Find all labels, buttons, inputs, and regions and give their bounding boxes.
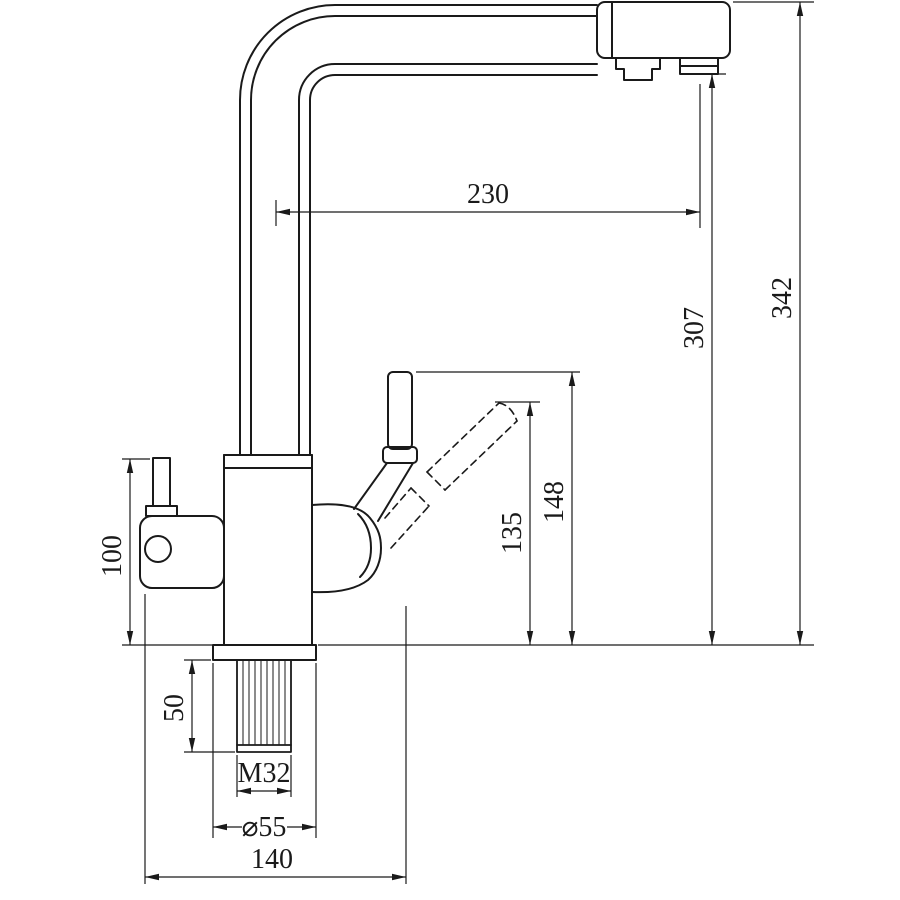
- faucet-body: [212, 454, 317, 661]
- dimension-labels: 230 342 307 148 135 100 50 M32 ⌀55 140: [97, 179, 798, 875]
- diverter-outlet: [615, 57, 661, 81]
- dim-spout-reach-label: 230: [467, 179, 509, 210]
- lever-joint-cap: [357, 513, 372, 578]
- dim-thread-callout: [236, 755, 292, 797]
- side-valve-knob: [144, 535, 172, 563]
- dim-overall-height-label: 342: [767, 277, 798, 319]
- dim-side-valve-height: [122, 458, 213, 646]
- dimensioning: [122, 1, 814, 884]
- lever-upright: [311, 371, 418, 594]
- dim-lever-upright-height: [416, 371, 580, 645]
- lever-grip-collar: [382, 446, 418, 464]
- dim-spout-reach: [275, 84, 701, 228]
- dim-spout-outlet-height-label: 307: [679, 307, 710, 349]
- side-valve-collar: [145, 505, 178, 517]
- faucet-outline: [139, 1, 731, 753]
- thread-hatching: [242, 660, 286, 745]
- dim-lever-tilted-height: [495, 401, 540, 645]
- dim-thread-callout-label: M32: [238, 758, 291, 789]
- dim-base-span: [144, 594, 407, 884]
- lever-grip: [387, 371, 413, 450]
- spout-head: [596, 1, 731, 81]
- dim-side-valve-height-label: 100: [97, 535, 128, 577]
- dim-spout-outlet-height: [690, 73, 726, 645]
- dim-base-diameter: [212, 663, 317, 838]
- side-valve-body: [139, 515, 225, 589]
- side-valve-stem: [152, 457, 171, 507]
- side-valve: [139, 457, 225, 589]
- dim-lever-upright-height-label: 148: [539, 481, 570, 523]
- dim-base-span-label: 140: [251, 844, 293, 875]
- mounting-shank: [236, 659, 292, 753]
- dim-base-diameter-label: ⌀55: [242, 812, 287, 843]
- dim-lever-tilted-height-label: 135: [497, 512, 528, 554]
- lever-tilted-phantom: [384, 402, 518, 549]
- lever-joint: [311, 503, 382, 594]
- dim-overall-height: [733, 1, 814, 645]
- dim-shank-length: [184, 659, 235, 753]
- dim-shank-length-label: 50: [159, 694, 190, 722]
- spout-pipe: [239, 4, 598, 456]
- base-flange: [212, 644, 317, 661]
